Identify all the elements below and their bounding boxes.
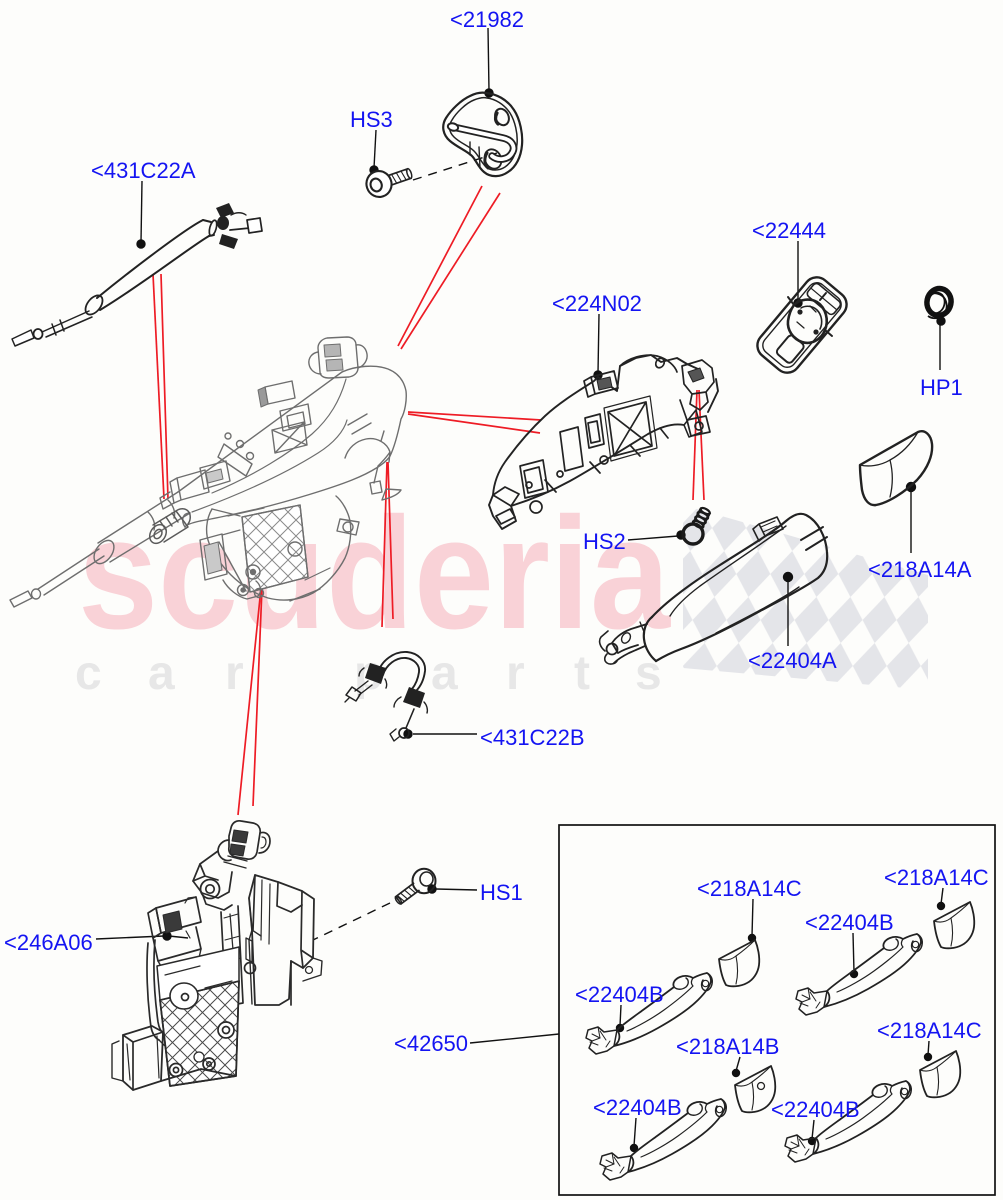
svg-text:<218A14C: <218A14C (884, 865, 989, 890)
svg-text:t: t (574, 647, 590, 700)
svg-text:<22404B: <22404B (593, 1095, 682, 1120)
svg-text:<22444: <22444 (752, 218, 826, 243)
svg-text:r: r (506, 647, 525, 700)
svg-text:<22404B: <22404B (805, 910, 894, 935)
svg-text:HS1: HS1 (480, 880, 523, 905)
svg-text:HS3: HS3 (350, 107, 393, 132)
svg-text:<22404B: <22404B (771, 1097, 860, 1122)
svg-text:<431C22A: <431C22A (91, 158, 196, 183)
svg-text:<218A14A: <218A14A (868, 557, 972, 582)
svg-text:<246A06: <246A06 (4, 930, 93, 955)
svg-text:c: c (75, 647, 102, 700)
svg-text:HP1: HP1 (920, 375, 963, 400)
svg-text:<431C22B: <431C22B (480, 725, 585, 750)
svg-text:<22404B: <22404B (575, 982, 664, 1007)
svg-text:scuderia: scuderia (78, 484, 671, 662)
svg-text:s: s (635, 647, 662, 700)
svg-text:HS2: HS2 (583, 529, 626, 554)
svg-text:<22404A: <22404A (748, 648, 837, 673)
svg-text:<218A14C: <218A14C (697, 876, 802, 901)
svg-text:<218A14B: <218A14B (676, 1034, 779, 1059)
svg-text:r: r (225, 647, 244, 700)
svg-text:<21982: <21982 (450, 7, 524, 32)
svg-text:<224N02: <224N02 (552, 291, 642, 316)
svg-text:a: a (431, 647, 458, 700)
svg-text:a: a (148, 647, 175, 700)
svg-text:<218A14C: <218A14C (877, 1018, 982, 1043)
svg-text:<42650: <42650 (394, 1031, 468, 1056)
